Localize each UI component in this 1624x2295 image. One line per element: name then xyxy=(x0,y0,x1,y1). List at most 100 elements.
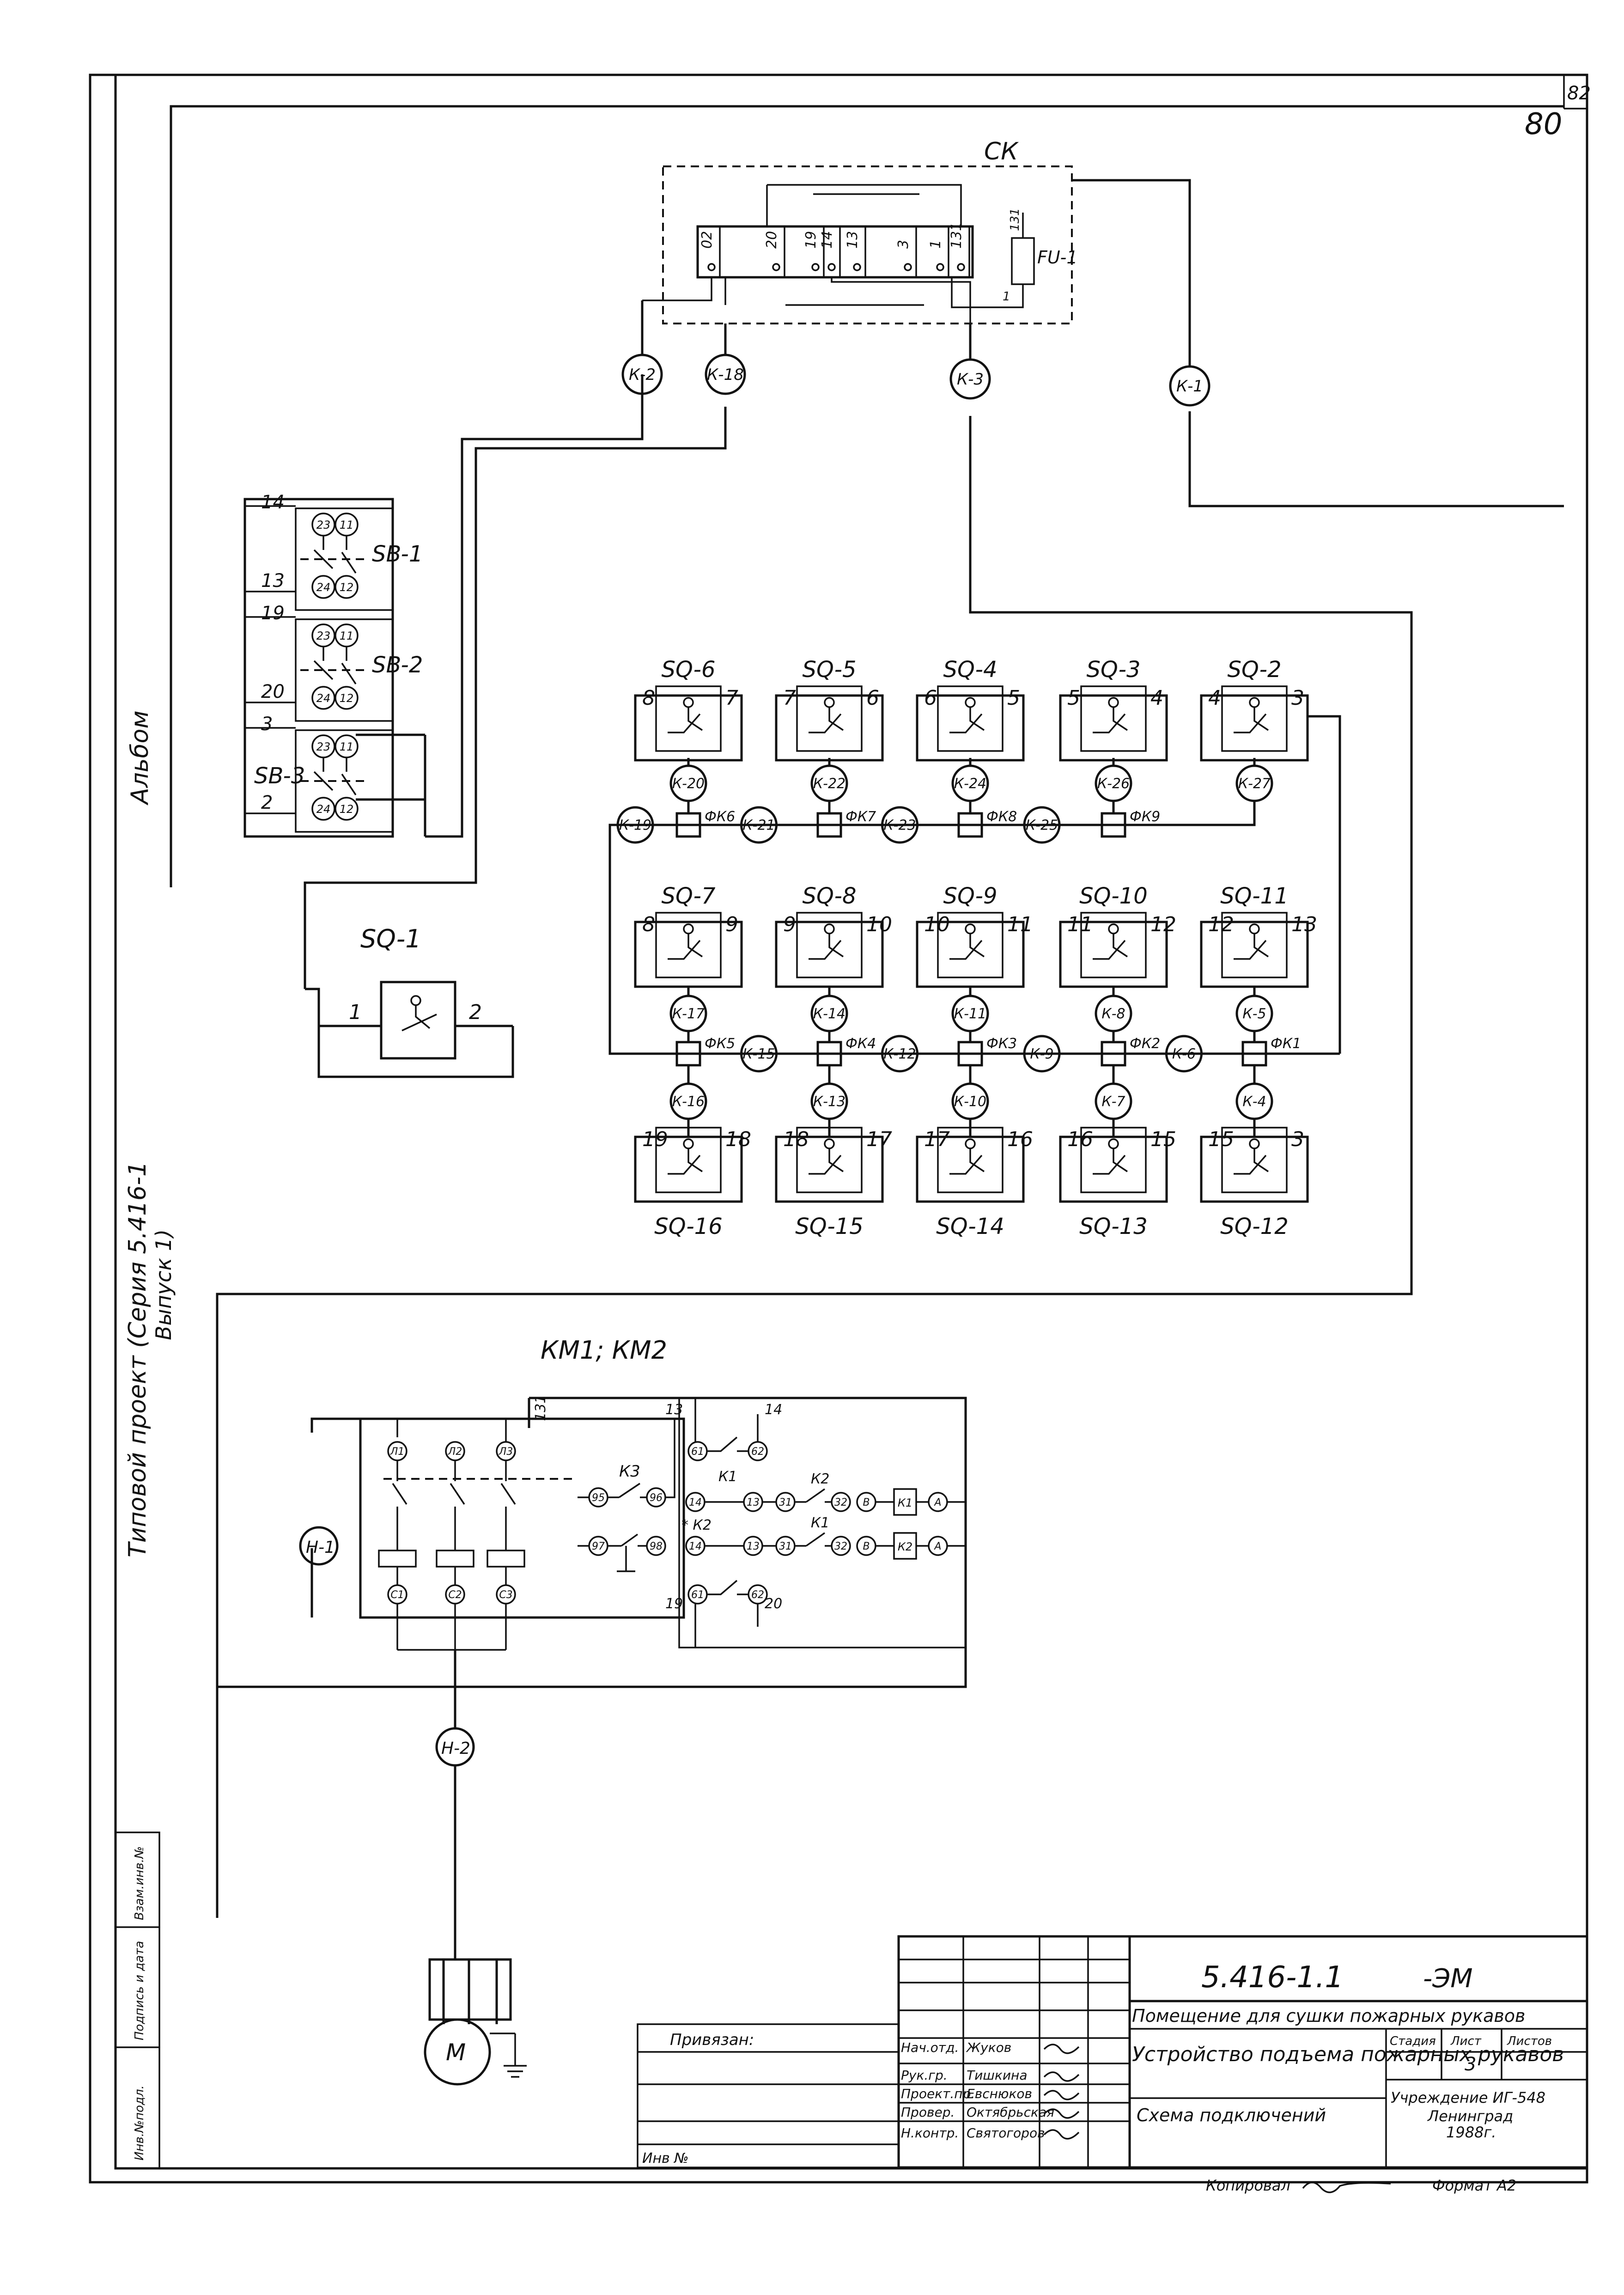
sq-left-wire: 6 xyxy=(924,686,937,710)
sb-wire-bot: 2 xyxy=(261,792,273,813)
sb-contact: 12 xyxy=(340,692,354,705)
sq-cable: К-11 xyxy=(951,995,989,1032)
sq-label: SQ-9 xyxy=(943,883,998,909)
sq-right-wire: 17 xyxy=(866,1128,892,1151)
junction-box-label: ФК7 xyxy=(845,809,876,825)
km-terminal: С3 xyxy=(499,1589,512,1601)
sb-contact-icon xyxy=(311,686,335,710)
cable-top: К-1 xyxy=(1169,365,1210,407)
km-terminal: С2 xyxy=(448,1589,462,1601)
km-terminal: 95 xyxy=(592,1492,605,1504)
staff-name: Октябрьская xyxy=(967,2105,1054,2120)
sb-contact: 11 xyxy=(340,519,354,531)
km-terminal: 13 xyxy=(747,1541,760,1552)
sq-left-wire: 8 xyxy=(642,913,655,936)
sb-label: SB-1 xyxy=(372,541,423,567)
k2-contact-label: * К2 xyxy=(681,1517,712,1533)
sq-cable-label: К-8 xyxy=(1101,1006,1125,1022)
km-terminal: 97 xyxy=(592,1541,605,1552)
bus-link: К-15 xyxy=(740,1035,778,1073)
km-terminal: 32 xyxy=(834,1541,847,1552)
motor-label: М xyxy=(446,2039,466,2066)
staff-signature xyxy=(1043,2108,1080,2119)
tb-bound: Привязан: xyxy=(670,2031,754,2049)
junction-box-label: ФК3 xyxy=(986,1036,1017,1052)
km-terminal: 96 xyxy=(650,1492,663,1504)
sb-contact: 11 xyxy=(340,629,354,642)
staff-name: Евснюков xyxy=(967,2086,1032,2101)
cable-top-label: К-18 xyxy=(707,366,744,384)
sq-left-wire: 18 xyxy=(783,1128,809,1151)
staff-signature xyxy=(1043,2129,1080,2140)
km-wire-131: 131 xyxy=(533,1395,549,1421)
sq-right-wire: 18 xyxy=(725,1128,751,1151)
bus-link-icon xyxy=(740,806,778,844)
sq-label: SQ-11 xyxy=(1220,883,1289,909)
sq-cable-label: К-24 xyxy=(954,776,986,792)
sb-contact-icon xyxy=(335,797,359,821)
km-terminal: В xyxy=(863,1497,870,1508)
km-wire-20: 20 xyxy=(765,1596,782,1612)
km-terminal: 14 xyxy=(689,1541,702,1552)
bus-link: К-9 xyxy=(1023,1035,1061,1073)
km-title: КМ1; КМ2 xyxy=(541,1336,667,1365)
cable-top-label: К-2 xyxy=(629,366,656,384)
bus-link-icon xyxy=(1023,806,1061,844)
title-block: Привязан: Инв № 5.416-1.1 -ЭМ Помещение … xyxy=(637,1935,1588,2194)
tb-sheets-h: Листов xyxy=(1507,2034,1552,2048)
k3-label: К3 xyxy=(619,1462,640,1481)
junction-box xyxy=(675,812,701,838)
bus-link-label: К-15 xyxy=(742,1046,775,1062)
sb-contact-icon xyxy=(311,797,335,821)
bus-link-icon xyxy=(740,1035,778,1073)
sq-cable: К-16 xyxy=(669,1082,707,1120)
sb-wire-top: 3 xyxy=(261,714,273,735)
page-number-secondary: 82 xyxy=(1567,83,1591,104)
km-wire-14: 14 xyxy=(765,1402,782,1418)
sq-right-wire: 13 xyxy=(1291,913,1317,936)
staff-signature xyxy=(1043,2071,1080,2082)
km-terminal: В xyxy=(863,1541,870,1552)
sq-label: SQ-3 xyxy=(1087,657,1141,683)
bus-link: К-23 xyxy=(881,806,918,844)
ck-terminal-dot xyxy=(811,263,820,271)
sq-right-wire: 11 xyxy=(1007,913,1033,936)
tb-code: 5.416-1.1 xyxy=(1201,1960,1344,1995)
tb-sheet-no: 3 xyxy=(1465,2054,1476,2075)
sq-label: SQ-6 xyxy=(662,657,716,683)
ck-terminal: 131 xyxy=(949,222,965,249)
tb-object: Устройство подъема пожарных рукавов xyxy=(1132,2043,1564,2066)
bus-link: К-25 xyxy=(1023,806,1061,844)
sb-contact: 24 xyxy=(316,581,331,594)
km-terminal: Л2 xyxy=(448,1446,462,1458)
bus-link-label: К-21 xyxy=(742,818,775,834)
fuse-label: FU-1 xyxy=(1037,247,1078,268)
sq1-label: SQ-1 xyxy=(360,924,421,953)
sb-contact: 23 xyxy=(316,629,331,642)
km-terminal: 31 xyxy=(779,1541,792,1552)
sq-label: SQ-8 xyxy=(803,883,857,909)
sq-cable: К-27 xyxy=(1235,764,1273,802)
relay-label: К2 xyxy=(811,1471,829,1487)
ck-terminal-dot xyxy=(772,263,780,271)
junction-box-label: ФК2 xyxy=(1130,1036,1160,1052)
relay-label: К1 xyxy=(811,1515,829,1531)
sq-cable-label: К-17 xyxy=(672,1006,705,1022)
sq-left-wire: 15 xyxy=(1208,1128,1234,1151)
sq-cable: К-5 xyxy=(1235,995,1273,1032)
sq-right-wire: 6 xyxy=(866,686,879,710)
sq-left-wire: 16 xyxy=(1067,1128,1093,1151)
tb-sheet-name: Схема подключений xyxy=(1137,2105,1326,2125)
staff-role: Нач.отд. xyxy=(901,2040,959,2055)
sheet-frame: 82 80 xyxy=(89,73,1591,2184)
ck-terminal-dot xyxy=(853,263,861,271)
k1-contact-label: К1 xyxy=(718,1469,737,1485)
h1-label: Н-1 xyxy=(306,1538,335,1557)
sq-label: SQ-12 xyxy=(1220,1214,1289,1239)
